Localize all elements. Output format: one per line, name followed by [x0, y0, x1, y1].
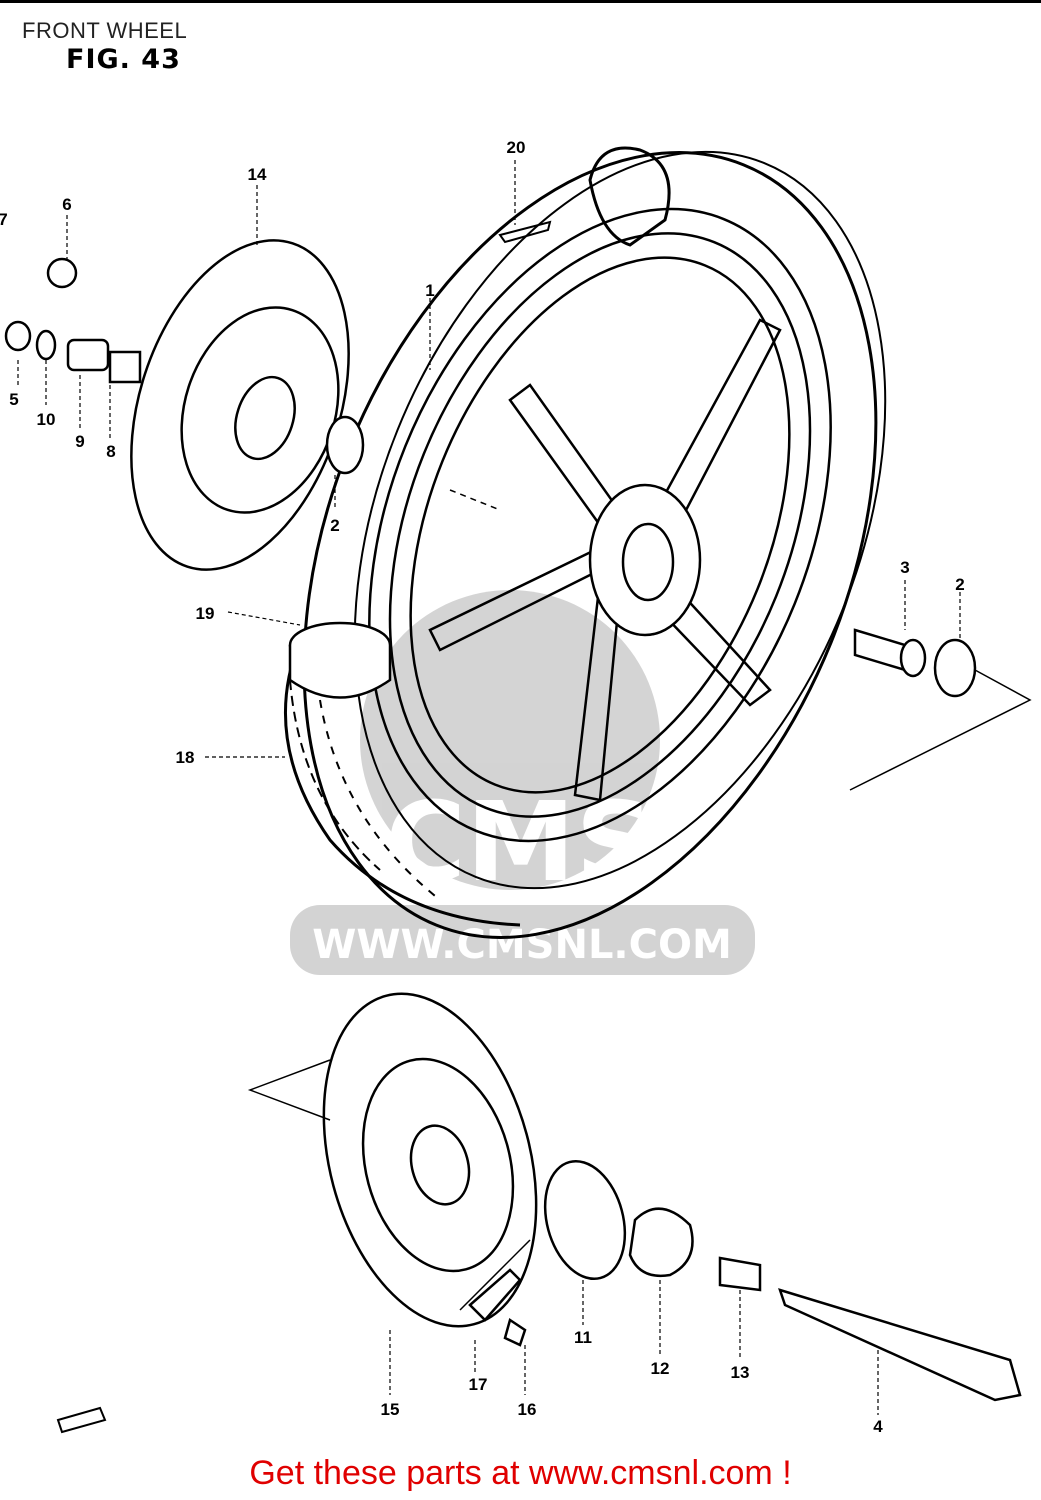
callout-11: 11	[574, 1328, 592, 1347]
brake-disc-lower	[322, 992, 538, 1328]
callout-14: 14	[248, 165, 267, 184]
hub	[588, 483, 702, 637]
callout-16: 16	[518, 1400, 537, 1419]
watermark: CMS WWW.CMSNL.COM	[290, 590, 755, 975]
leader-lines	[17, 160, 961, 1415]
callout-19: 19	[196, 604, 215, 623]
axle-4	[778, 1288, 1022, 1402]
callout-4: 4	[873, 1417, 883, 1436]
callout-2a: 2	[330, 516, 339, 535]
bolt-5	[4, 320, 32, 352]
spacer-13	[718, 1256, 762, 1292]
rim-band	[288, 621, 392, 699]
bearing-2a	[325, 415, 365, 475]
callout-1: 1	[425, 281, 434, 300]
collar-8	[108, 350, 142, 384]
corner-logo	[56, 1406, 107, 1434]
bolt-16	[503, 1318, 527, 1347]
washer-10	[35, 329, 57, 361]
small-parts-right	[853, 628, 977, 698]
small-parts-lower	[468, 1159, 1022, 1402]
callout-12: 12	[651, 1359, 670, 1378]
watermark-url: WWW.CMSNL.COM	[312, 922, 732, 968]
small-parts-upper	[4, 257, 365, 475]
lock-plate-17	[468, 1268, 522, 1322]
callout-5: 5	[9, 390, 18, 409]
figure-label: FIG. 43	[66, 44, 181, 75]
watermark-emblem	[360, 590, 660, 890]
callout-18: 18	[176, 748, 195, 767]
bearing-2b	[933, 638, 977, 698]
top-rule	[0, 0, 1041, 3]
tube-valve	[498, 146, 671, 247]
callout-6: 6	[62, 195, 71, 214]
collar-12	[628, 1207, 694, 1278]
watermark-url-plate	[290, 905, 755, 975]
spokes	[428, 318, 782, 802]
page-title: FRONT WHEEL	[22, 18, 188, 43]
spacer-3	[853, 628, 907, 672]
callout-10: 10	[37, 410, 56, 429]
reference-lines	[247, 489, 1032, 1311]
callout-labels: 1 2 2 3 4 5 6 7 8 9 10 11 12 13 14 15 16…	[0, 138, 965, 1436]
spacer-9	[66, 338, 110, 372]
seal-11	[543, 1159, 627, 1281]
get-parts-link[interactable]: Get these parts at www.cmsnl.com !	[249, 1454, 792, 1492]
callout-7: 7	[0, 210, 8, 229]
nut-6	[46, 257, 78, 289]
callout-15: 15	[381, 1400, 400, 1419]
brake-disc-upper	[130, 239, 350, 571]
callout-20: 20	[507, 138, 526, 157]
callout-17: 17	[469, 1375, 488, 1394]
callout-9: 9	[75, 432, 84, 451]
rim	[368, 207, 832, 843]
callout-8: 8	[106, 442, 115, 461]
callout-2b: 2	[955, 575, 964, 594]
callout-3: 3	[900, 558, 909, 577]
callout-13: 13	[731, 1363, 750, 1382]
